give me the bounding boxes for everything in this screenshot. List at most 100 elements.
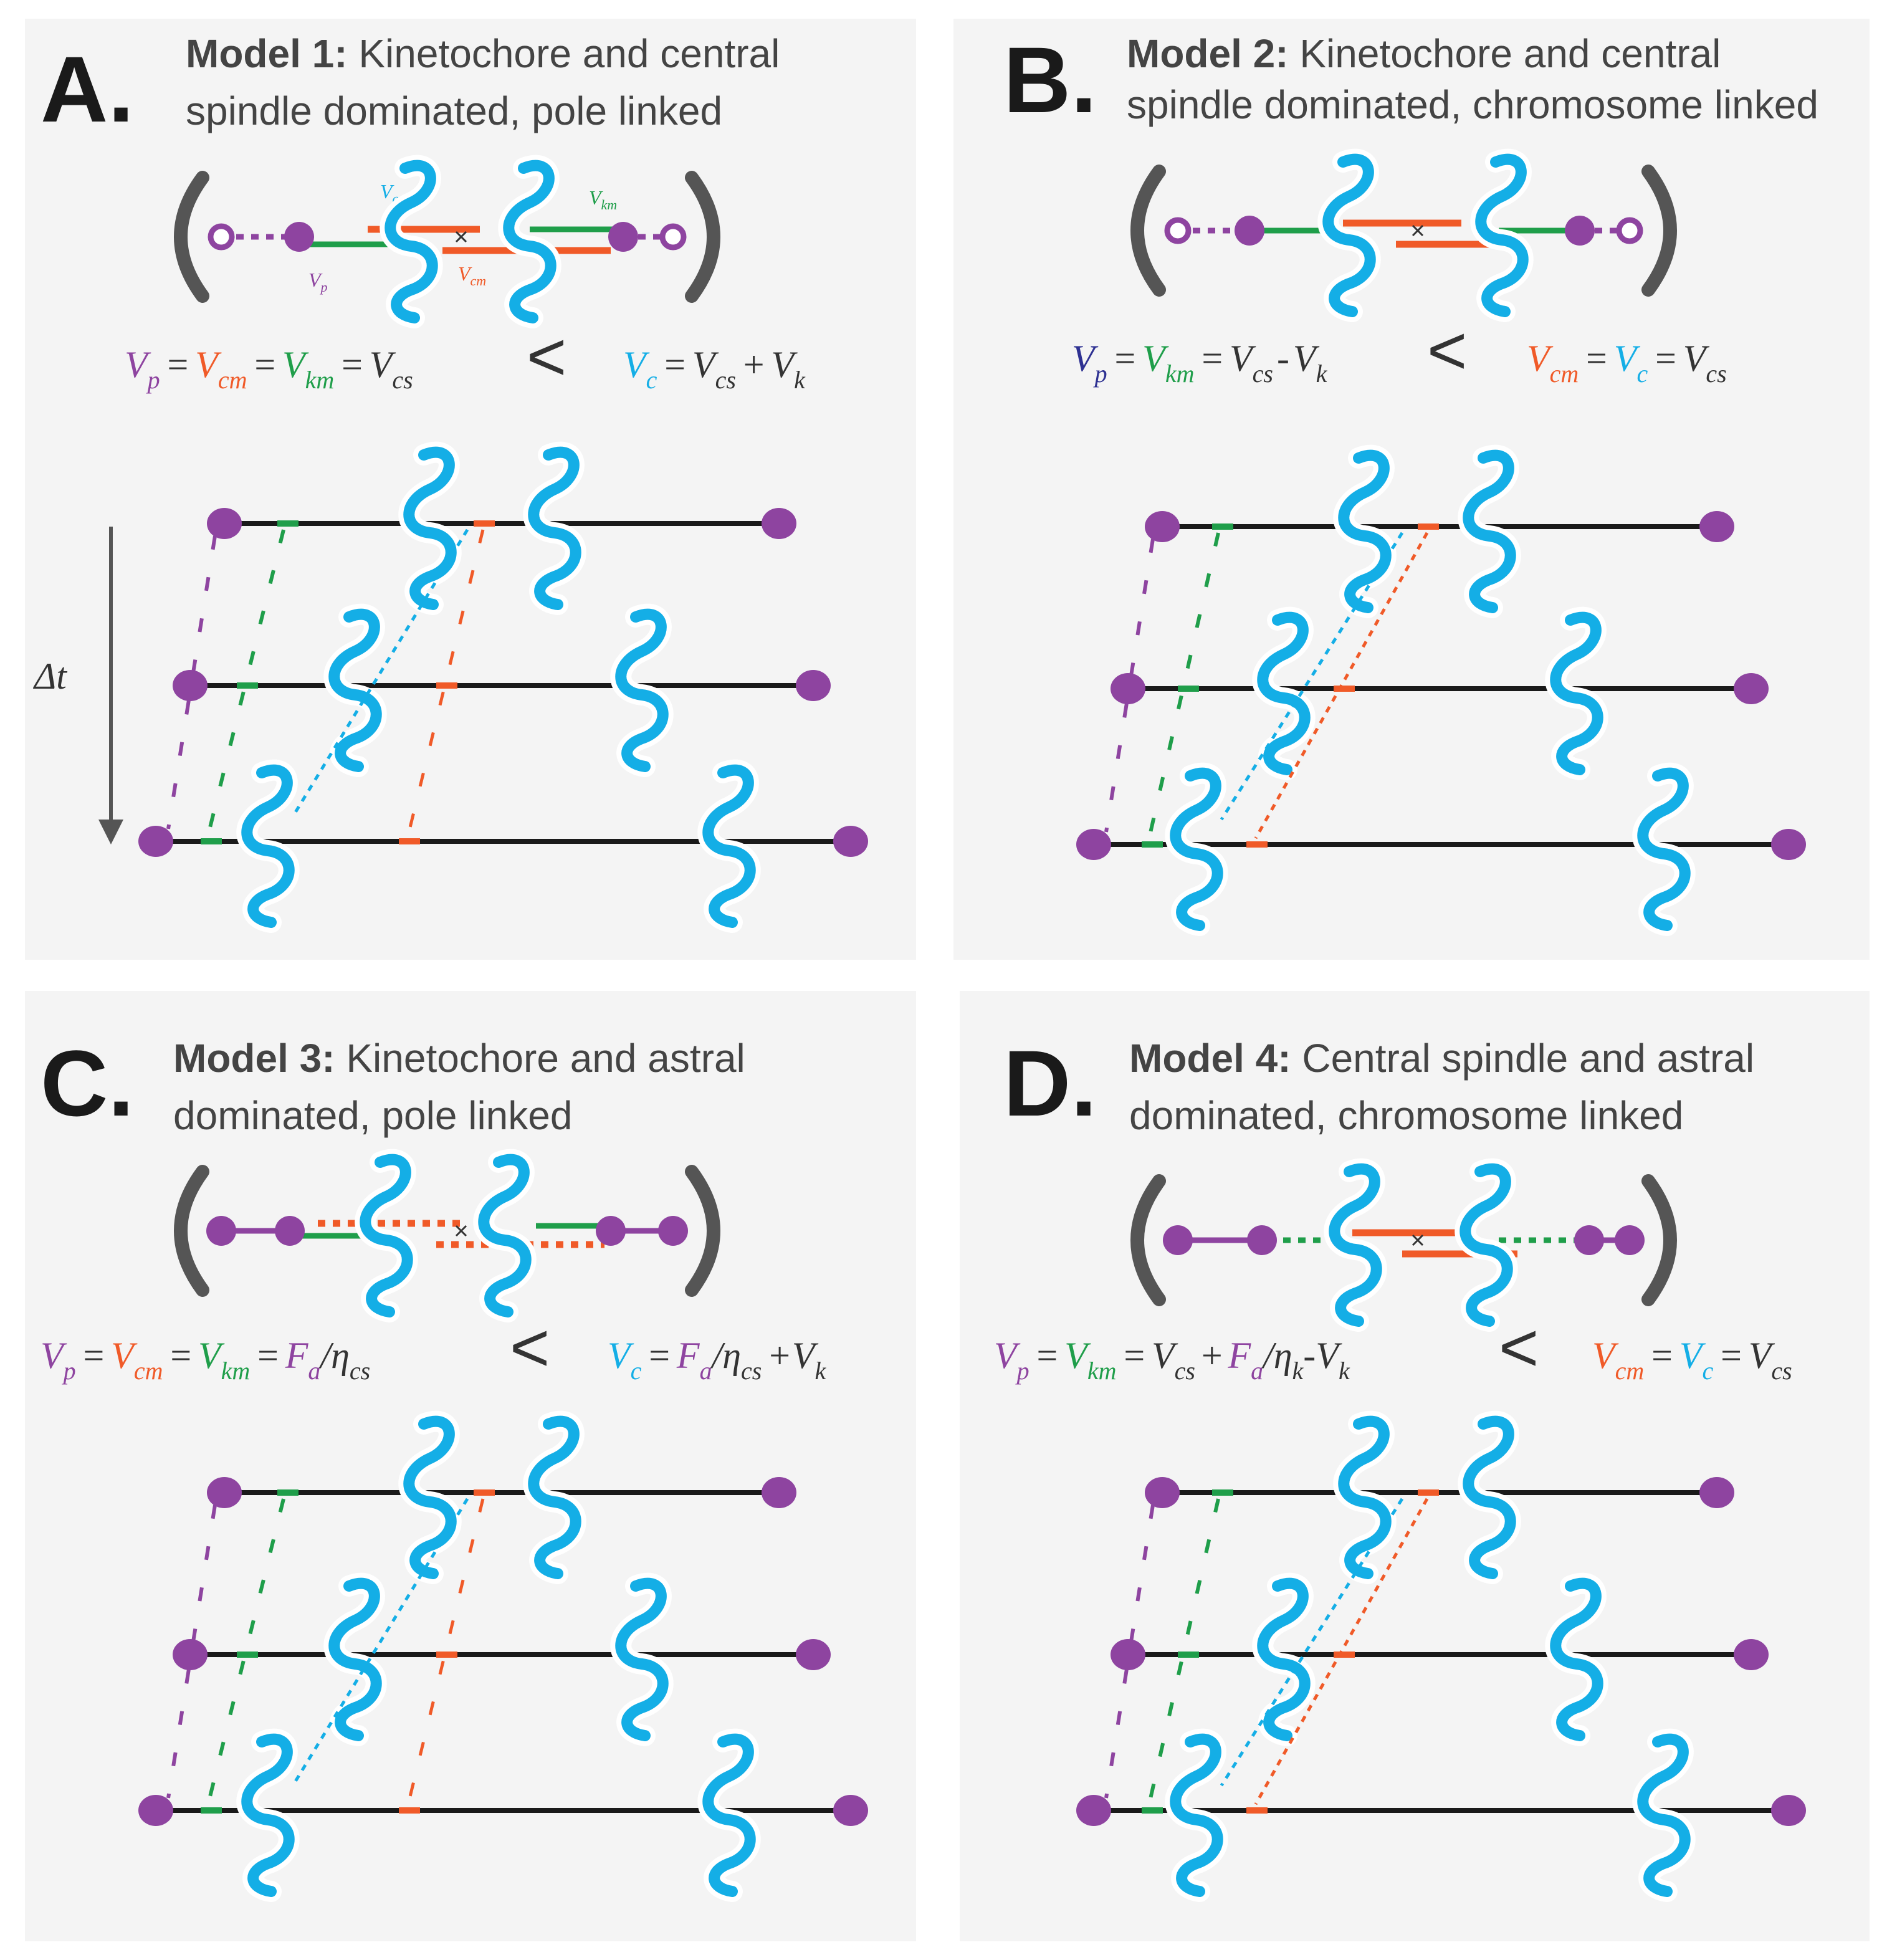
panel-b-pole-track	[1104, 538, 1155, 833]
panel-b-pole	[1699, 511, 1734, 542]
panel-b-equation: Vp=Vkm=Vcs-Vk < Vcm=Vc=Vcs	[1072, 312, 1727, 389]
panel-a-header: A. Model 1: Kinetochore and central spin…	[41, 31, 780, 141]
panel-c-kinetochore-left	[275, 1216, 305, 1246]
panel-a-kinetochore-right	[608, 222, 638, 252]
panel-b-left-bracket	[1130, 165, 1166, 297]
panel-d-model: Model 4:	[1129, 1036, 1291, 1081]
panel-a-central-spindle-track	[406, 529, 485, 836]
panel-d-kinetochore-right	[1574, 1225, 1604, 1255]
panel-b-timeline	[1076, 444, 1806, 936]
panel-b-title-2: spindle dominated, chromosome linked	[1127, 82, 1818, 127]
panel-b-chromosome-left	[1317, 148, 1381, 322]
panel-a-chromosome-right	[523, 441, 586, 615]
panel-c-chromosome-track	[291, 1498, 469, 1787]
panel-a-timeline	[138, 441, 868, 933]
svg-text:Vc: Vc	[380, 180, 399, 206]
panel-a-chromosome-right	[498, 155, 561, 328]
panel-d-chromosome-right	[1458, 1410, 1521, 1584]
panel-c-letter: C.	[41, 1031, 134, 1135]
panel-d-chromosome-left	[1333, 1410, 1397, 1584]
panel-a-pole-outer	[659, 223, 687, 251]
panel-a-kinetochore-left	[284, 222, 314, 252]
panel-b-chromosome-track	[1220, 532, 1404, 821]
panel-a-model: Model 1:	[186, 31, 348, 76]
panel-c-right-bracket	[685, 1165, 720, 1297]
panel-c-pole	[138, 1795, 173, 1826]
panel-b-kinetochore-right	[1565, 216, 1595, 246]
panel-c-kinetochore-track	[206, 1498, 285, 1805]
panel-c-pole	[762, 1477, 796, 1508]
panel-a-right-bracket	[685, 171, 720, 303]
panel-b-letter: B.	[1003, 27, 1097, 132]
svg-text:Vp=Vcm=Vkm=Fa/ηcs: Vp=Vcm=Vkm=Fa/ηcs	[41, 1335, 370, 1385]
panel-b-kinetochore-track	[1147, 532, 1220, 839]
panel-d-chromosome-left	[1324, 1158, 1387, 1332]
svg-text:Vc=Vcs+Vk: Vc=Vcs+Vk	[623, 344, 806, 394]
panel-c-pole-outer	[206, 1216, 236, 1246]
panel-b-chromosome-left	[1333, 444, 1397, 618]
panel-d-title-2: dominated, chromosome linked	[1129, 1093, 1683, 1138]
panel-c-pole-track	[166, 1504, 217, 1799]
panel-a-pole-track	[166, 535, 217, 829]
panel-a-less-than: <	[527, 318, 566, 395]
schematics	[174, 148, 1677, 1332]
midzone-x	[455, 231, 467, 243]
panel-c-chromosome-left	[236, 1728, 300, 1902]
panel-d-pole	[1076, 1795, 1111, 1826]
panel-c-pole	[833, 1795, 868, 1826]
midzone-x	[1412, 1234, 1424, 1246]
svg-text:Vcm: Vcm	[458, 262, 486, 289]
panel-c-chromosome-right	[610, 1572, 674, 1746]
panel-d-pole-outer	[1163, 1225, 1193, 1255]
panel-c-model: Model 3:	[173, 1036, 335, 1081]
panel-c-chromosome-left	[323, 1572, 387, 1746]
panel-c-central-spindle-track	[406, 1498, 485, 1805]
panel-b-chromosome-right	[1632, 762, 1696, 936]
panel-d-title-1: Central spindle and astral	[1291, 1036, 1755, 1081]
panel-d-pole	[1771, 1795, 1806, 1826]
time-label: Δt	[33, 656, 67, 697]
panel-d-pole-outer	[1615, 1225, 1645, 1255]
panel-d-chromosome-track	[1220, 1498, 1404, 1787]
svg-text:Vc=Fa/ηcs+Vk: Vc=Fa/ηcs+Vk	[608, 1335, 827, 1385]
timelines	[138, 441, 1806, 1902]
panel-c-chromosome-left	[355, 1149, 418, 1322]
panel-b-chromosome-left	[1165, 762, 1228, 936]
midzone-x	[1412, 224, 1424, 237]
svg-text:Vcm=Vc=Vcs: Vcm=Vc=Vcs	[1527, 338, 1727, 388]
midzone-x	[455, 1225, 467, 1237]
panel-a-chromosome-right	[610, 603, 674, 777]
panel-d-timeline	[1076, 1410, 1806, 1902]
panel-a-pole	[207, 508, 242, 539]
panel-d-letter: D.	[1003, 1031, 1097, 1135]
panel-d-equation: Vp=Vkm=Vcs+Fa/ηk-Vk < Vcm=Vc=Vcs	[994, 1309, 1792, 1386]
panel-b-model: Model 2:	[1127, 31, 1289, 76]
panel-b-pole	[1734, 673, 1769, 704]
panel-d-left-bracket	[1130, 1174, 1166, 1306]
panel-b-right-bracket	[1641, 165, 1677, 297]
panel-a-chromosome-left	[380, 155, 443, 328]
panel-b-central-spindle-track	[1254, 532, 1429, 839]
panel-a-pole	[833, 826, 868, 857]
panel-b-pole	[1111, 673, 1145, 704]
panel-c-chromosome-left	[398, 1410, 462, 1584]
panel-b-chromosome-right	[1470, 148, 1534, 322]
panel-c-chromosome-right	[473, 1149, 537, 1322]
panel-d-header: D. Model 4: Central spindle and astral d…	[1003, 1031, 1754, 1138]
panel-d-central-spindle-track	[1254, 1498, 1429, 1805]
panel-b-schematic	[1130, 148, 1677, 322]
svg-text:Vp: Vp	[308, 269, 328, 295]
panel-d-schematic	[1130, 1158, 1677, 1332]
panel-d-chromosome-right	[1632, 1728, 1696, 1902]
panel-c-pole	[796, 1639, 831, 1670]
panel-b-less-than: <	[1427, 312, 1467, 389]
panel-b-pole	[1145, 511, 1180, 542]
panel-d-pole	[1699, 1477, 1734, 1508]
panel-a-title-1: Kinetochore and central	[348, 31, 780, 76]
panel-b-pole-outer	[1164, 217, 1192, 244]
panel-a-pole-outer	[208, 223, 235, 251]
svg-text:Vkm: Vkm	[589, 186, 617, 213]
panel-b-header: B. Model 2: Kinetochore and central spin…	[1003, 27, 1818, 132]
panel-a-equation: Vp=Vcm=Vkm=Vcs < Vc=Vcs+Vk	[125, 318, 806, 395]
